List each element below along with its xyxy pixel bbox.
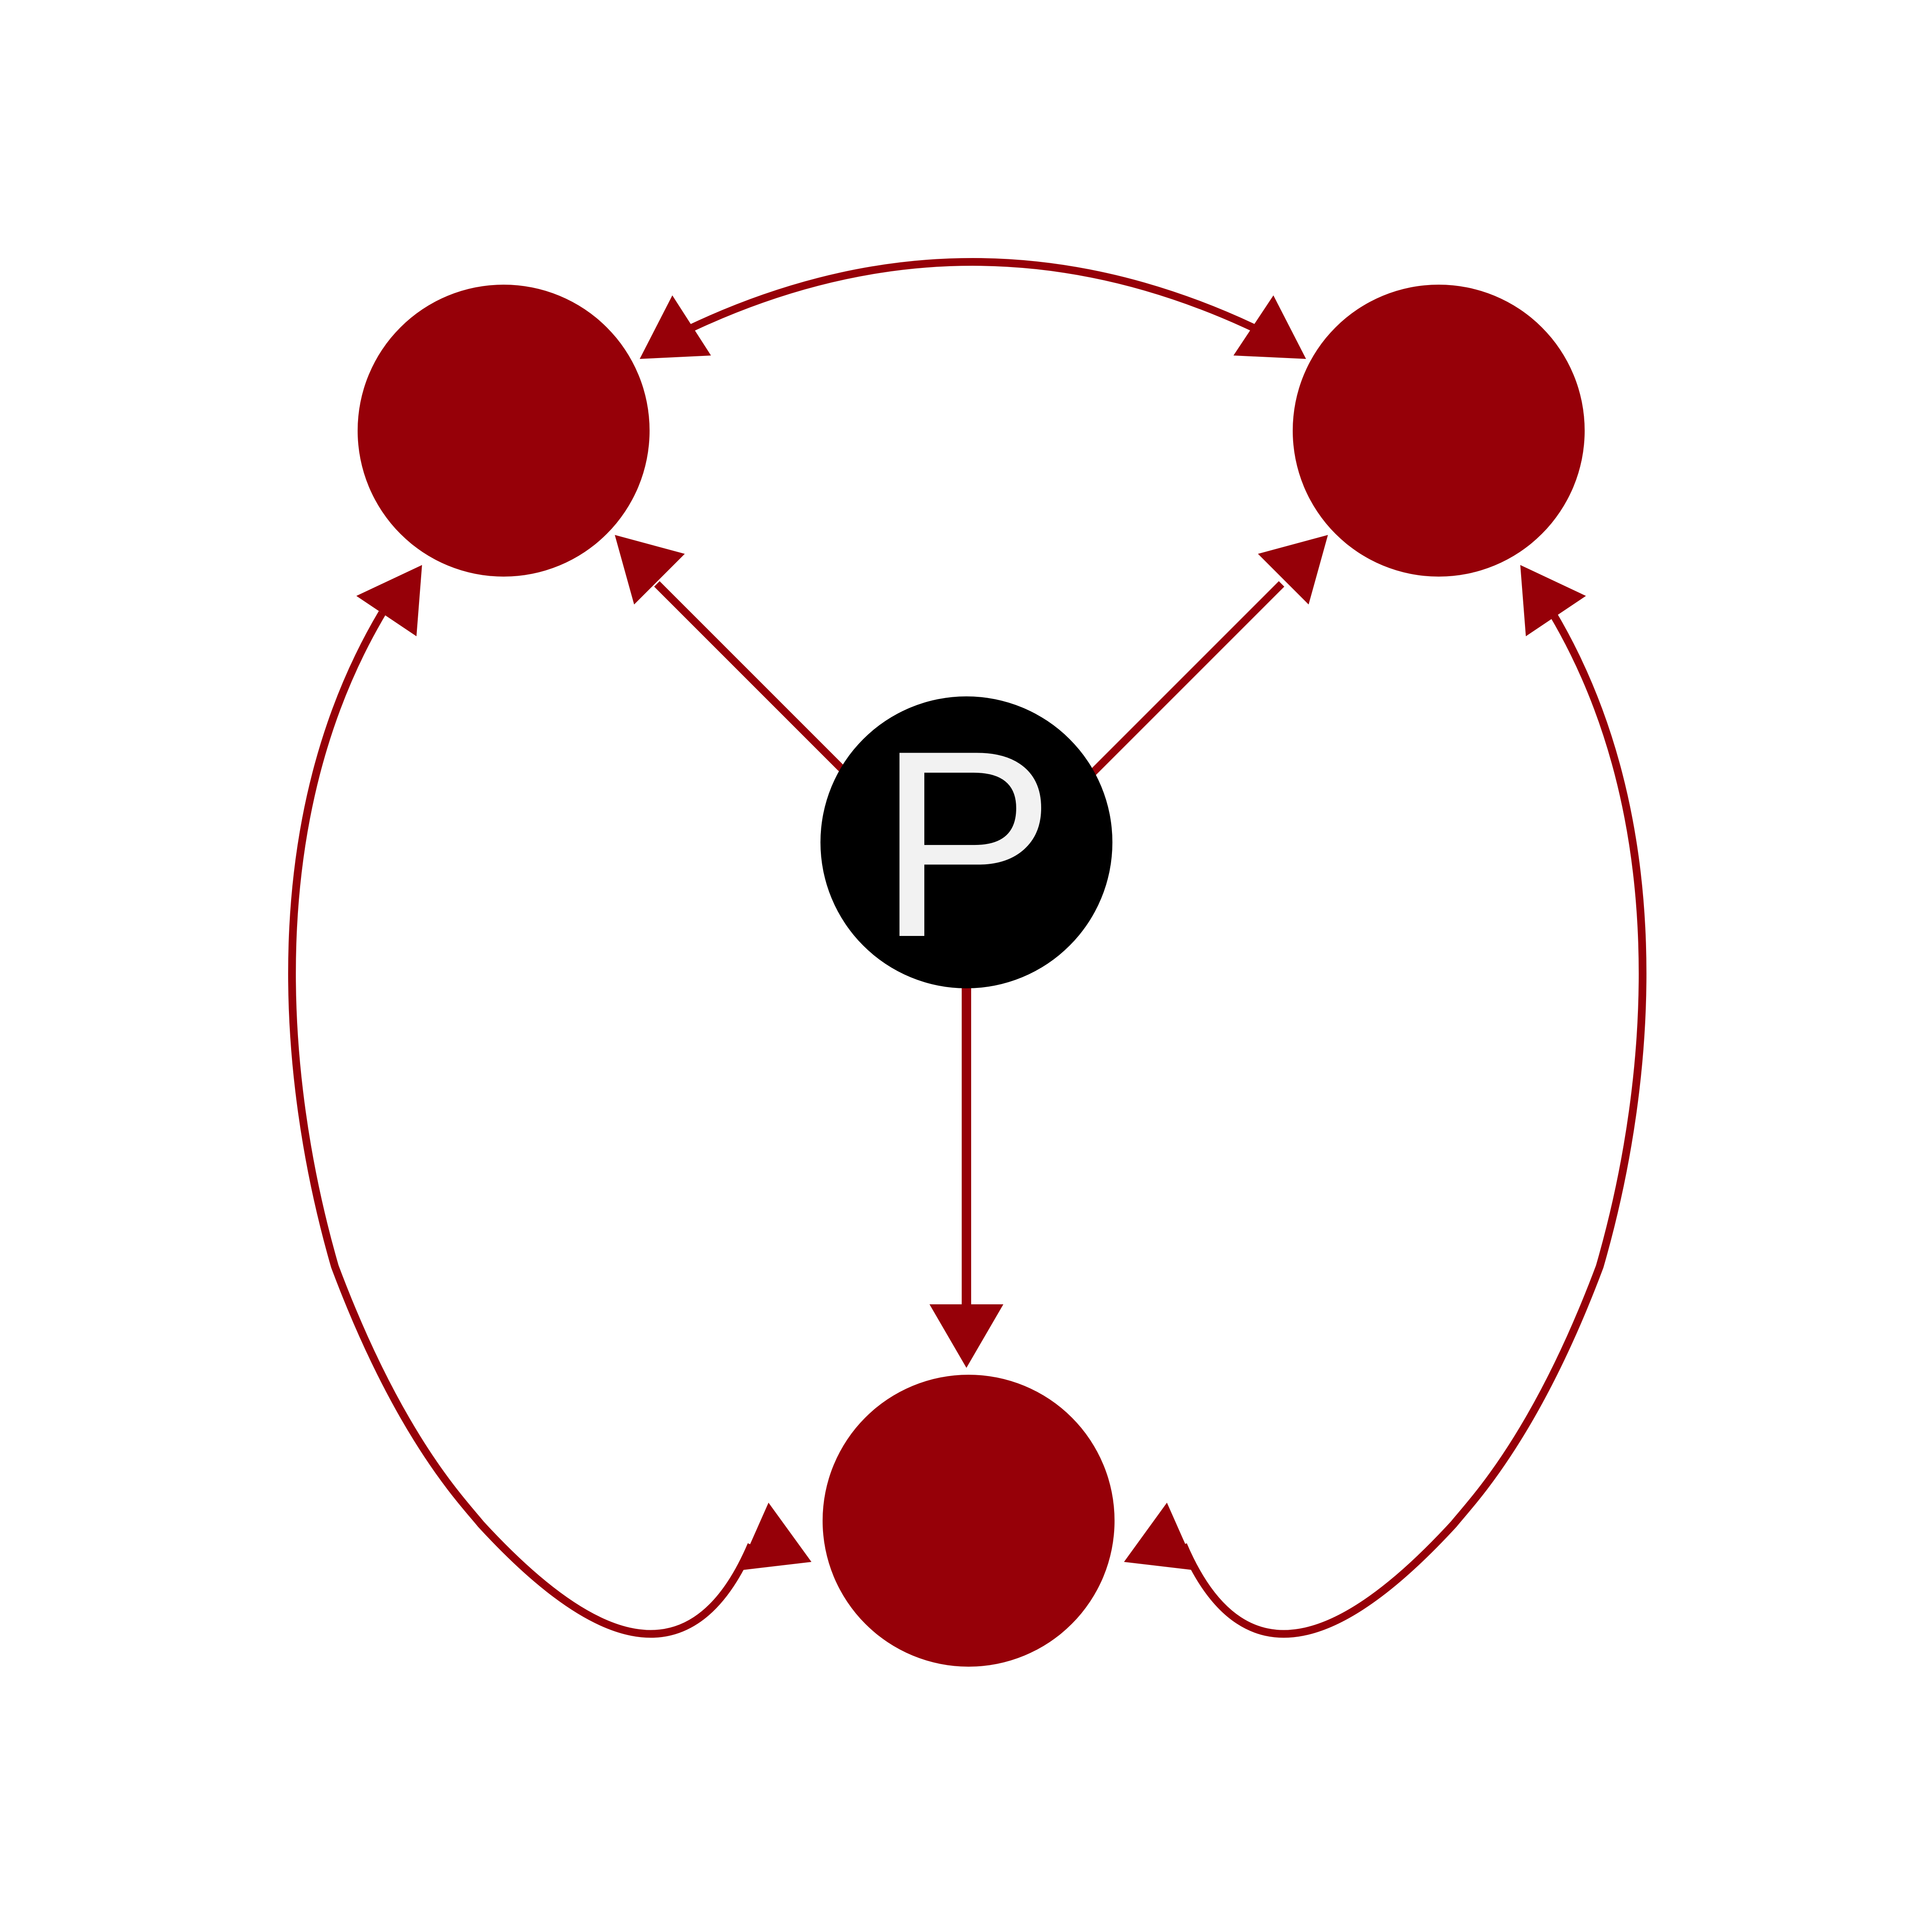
edge-p-top-left	[615, 535, 844, 772]
arrowhead-p-to-bottom	[930, 1304, 1003, 1368]
arrowhead-at-top-left-lower	[356, 565, 422, 636]
edge-top-left-top-right	[640, 258, 1306, 359]
edge-top-left-bottom-curve	[288, 611, 755, 1638]
node-center-circle	[820, 696, 1112, 988]
edge-top-right-bottom-curve	[1179, 611, 1646, 1638]
edge-p-top-right	[1090, 535, 1328, 776]
arrowhead-at-top-left	[640, 295, 711, 359]
node-center-label: P	[878, 696, 1055, 993]
arrowhead-at-top-right-lower	[1520, 565, 1586, 636]
node-top-left	[358, 285, 650, 577]
edge-p-top-right-line	[1090, 581, 1285, 776]
arrowhead-at-bottom-left	[738, 1503, 811, 1571]
node-bottom	[823, 1375, 1115, 1667]
edge-p-top-left-line	[654, 581, 844, 772]
arrowhead-p-to-top-left	[615, 535, 685, 605]
arrowhead-at-top-right	[1233, 295, 1306, 359]
edge-p-bottom	[930, 983, 1003, 1368]
arrowhead-p-to-top-right	[1258, 535, 1328, 605]
node-top-right	[1293, 285, 1585, 577]
edge-top-left-bottom	[288, 565, 811, 1638]
edge-top-left-top-right-curve	[689, 258, 1257, 332]
arrowhead-at-bottom-right	[1124, 1503, 1197, 1571]
node-center: P	[820, 696, 1112, 993]
edge-top-right-bottom	[1124, 565, 1646, 1638]
